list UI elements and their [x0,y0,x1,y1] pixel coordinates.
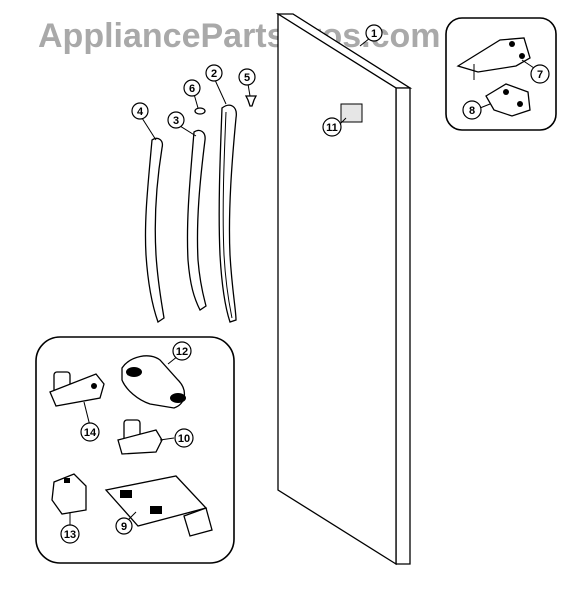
callout-1-label: 1 [371,28,377,40]
callout-5-label: 5 [244,72,250,84]
callout-7-label: 7 [537,69,543,81]
callout-5: 5 [238,68,256,86]
door-panel [275,12,413,566]
callout-1: 1 [365,24,383,42]
bottom-hinge-inset [35,336,235,564]
callout-7: 7 [530,64,550,84]
callout-4-label: 4 [137,106,144,118]
callout-13-label: 13 [64,529,76,541]
callout-12: 12 [172,341,192,361]
callout-2-label: 2 [211,68,217,80]
callout-8-label: 8 [469,105,475,117]
callout-11: 11 [322,117,342,137]
callout-4: 4 [131,102,149,120]
callout-9: 9 [115,517,133,535]
callout-3-label: 3 [173,115,179,127]
door-label-part [340,103,363,123]
door-gasket-part [218,104,237,323]
callout-10: 10 [174,428,194,448]
callout-6-label: 6 [189,83,195,95]
callout-9-label: 9 [121,521,127,533]
leader-lines [69,37,535,528]
callout-8: 8 [462,100,482,120]
callout-12-label: 12 [176,346,188,358]
plug-part [194,107,206,115]
callout-3: 3 [167,111,185,129]
callout-14-label: 14 [84,427,97,439]
callout-11-label: 11 [326,122,338,134]
callout-10-label: 10 [178,433,190,445]
callout-6: 6 [183,79,201,97]
screw-part [244,95,258,107]
callout-2: 2 [205,64,223,82]
door-trim-part [186,129,207,311]
callout-13: 13 [60,524,80,544]
callout-14: 14 [80,422,100,442]
door-handle-trim-part [144,137,165,324]
